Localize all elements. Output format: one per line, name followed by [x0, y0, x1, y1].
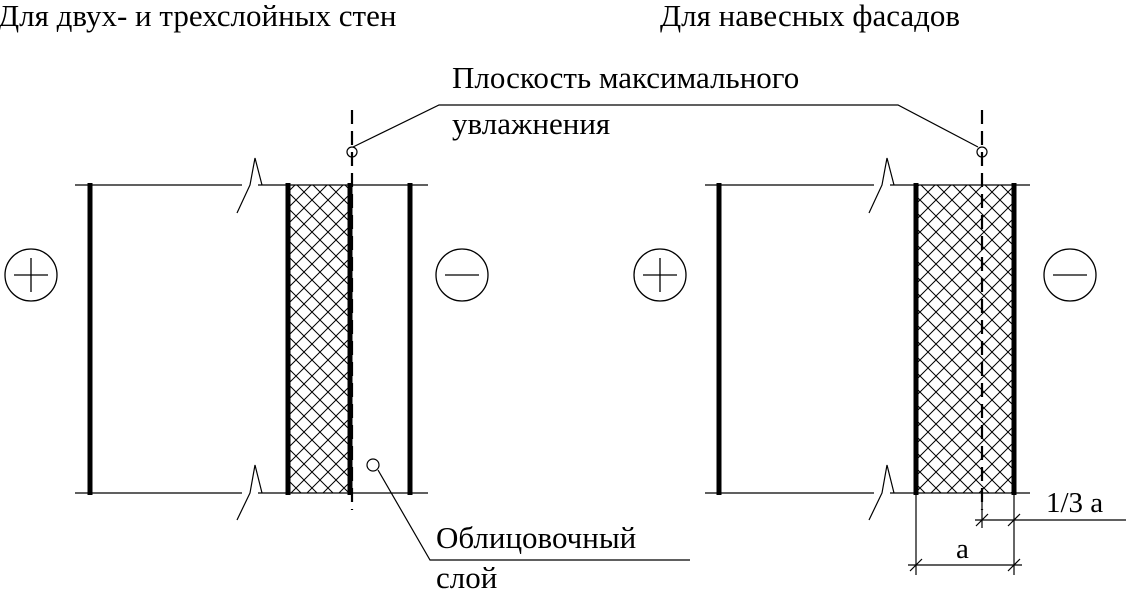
left-warm-side-symbol — [4, 248, 58, 302]
moisture-plane-label-line1: Плоскость максимального — [452, 60, 799, 95]
left-insulation-layer — [288, 185, 350, 493]
dimension-third-label: 1/3 a — [1046, 487, 1103, 519]
moisture-plane-label-line2: увлажнения — [452, 106, 610, 141]
plane-label-leaders — [346, 104, 988, 158]
dimension-lines — [908, 495, 1126, 575]
facing-layer-label-line1: Облицовочный — [436, 520, 636, 555]
left-diagram-title: Для двух- и трехслойных стен — [0, 0, 396, 33]
left-cold-side-symbol — [435, 248, 489, 302]
right-cold-side-symbol — [1043, 248, 1097, 302]
right-warm-side-symbol — [633, 248, 687, 302]
right-diagram-title: Для навесных фасадов — [660, 0, 960, 33]
dimension-total-label: a — [956, 533, 969, 565]
facing-layer-label-line2: слой — [436, 560, 497, 592]
right-wall-section — [705, 110, 1126, 575]
left-wall-section — [75, 110, 690, 561]
right-insulation-layer — [916, 185, 1014, 493]
